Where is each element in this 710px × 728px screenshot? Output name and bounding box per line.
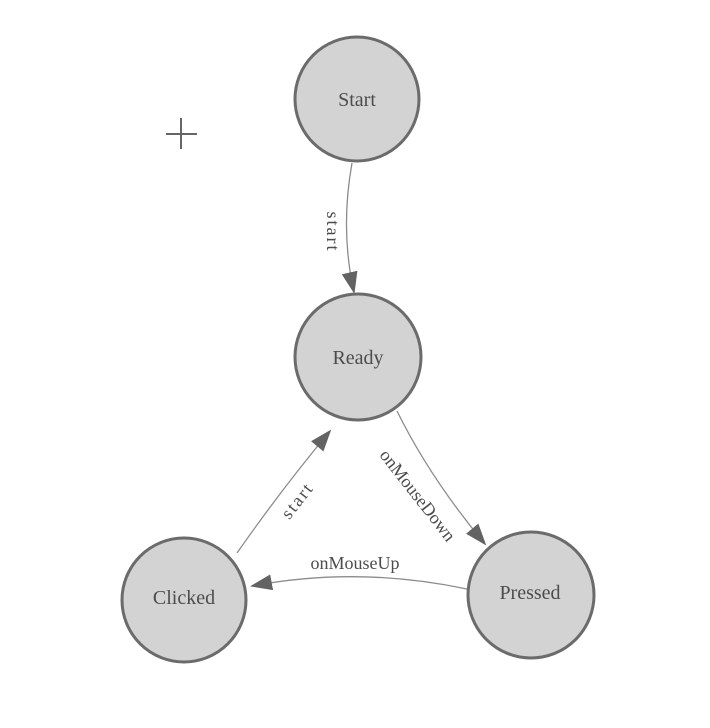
node-clicked-label: Clicked: [153, 587, 215, 609]
edge-ready-to-pressed[interactable]: [396, 410, 487, 546]
node-clicked-circle[interactable]: [120, 536, 248, 664]
node-ready-label: Ready: [332, 347, 383, 369]
node-clicked[interactable]: Clicked: [120, 536, 248, 664]
node-pressed[interactable]: Pressed: [466, 530, 596, 660]
node-pressed-label: Pressed: [499, 582, 560, 604]
edge-label-start-to-ready: start: [323, 212, 343, 253]
edge-label-clicked-to-ready: start: [277, 478, 318, 523]
edge-pressed-to-clicked[interactable]: [250, 574, 468, 591]
node-pressed-circle[interactable]: [466, 530, 596, 660]
edge-clicked-to-ready[interactable]: [236, 429, 332, 554]
crosshair-cursor-icon: [166, 118, 197, 149]
node-ready-circle[interactable]: [293, 292, 423, 422]
nodes-layer: Start Ready Clicked Pressed: [120, 35, 596, 664]
node-start[interactable]: Start: [293, 35, 421, 163]
node-start-circle[interactable]: [293, 35, 421, 163]
edge-label-pressed-to-clicked: onMouseUp: [311, 553, 400, 573]
edge-start-to-ready[interactable]: [341, 162, 358, 294]
node-start-label: Start: [338, 89, 376, 111]
node-ready[interactable]: Ready: [293, 292, 423, 422]
